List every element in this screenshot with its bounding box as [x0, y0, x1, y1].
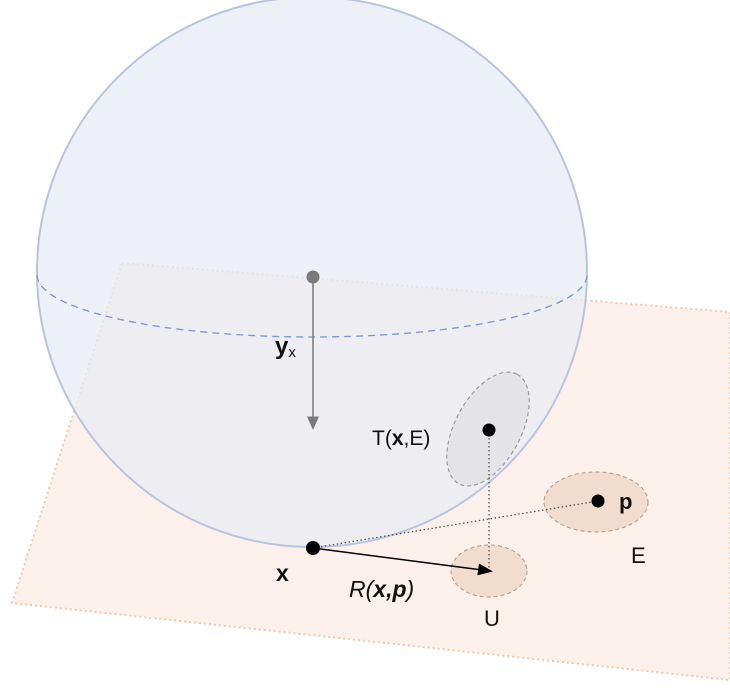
label-r-prefix: R(: [349, 576, 376, 602]
label-r: R(x,p): [349, 576, 414, 602]
label-yx: yx: [275, 333, 296, 361]
label-r-suffix: ): [404, 576, 415, 602]
sphere-equator: [36, 274, 588, 338]
label-t-x: x: [392, 427, 404, 450]
label-yx-main: y: [275, 333, 289, 360]
label-x: x: [276, 560, 289, 586]
label-t-prefix: T(: [372, 427, 392, 450]
label-r-x: x: [371, 576, 387, 602]
label-t-suffix: ,E): [404, 427, 431, 450]
label-r-p: p: [391, 576, 406, 602]
label-r-comma: ,: [385, 576, 392, 602]
r-arrow: [312, 547, 493, 576]
dotted-line-x-to-p: [312, 500, 599, 549]
point-p: [591, 494, 605, 508]
label-e: E: [631, 543, 646, 568]
label-t: T(x,E): [372, 427, 430, 450]
point-x: [306, 541, 320, 555]
label-yx-sub: x: [288, 344, 296, 361]
label-u: U: [484, 606, 500, 631]
label-p: p: [619, 489, 632, 514]
point-t: [482, 423, 496, 437]
center-point: [306, 270, 320, 284]
